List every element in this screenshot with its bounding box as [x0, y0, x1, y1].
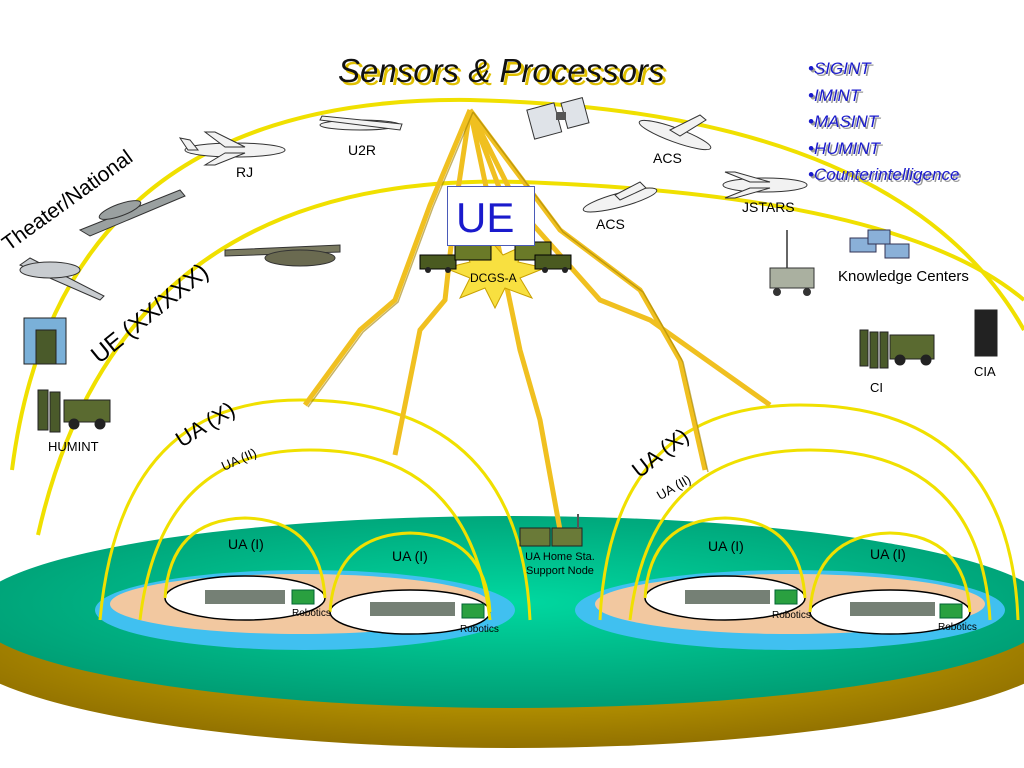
soldier-icon [23, 309, 998, 433]
home-station-line2: Support Node [526, 565, 594, 577]
acs-label: ACS [596, 216, 625, 232]
ua-i-label: UA (I) [228, 536, 264, 552]
left-ua-x-dome [98, 398, 532, 621]
right-ua-i-2-dome [808, 531, 972, 613]
home-station-icon [519, 514, 583, 547]
bullet: • [808, 165, 814, 184]
ground-station-icon [419, 241, 572, 273]
robotics-label: Robotics [772, 610, 811, 621]
robot-icon [769, 230, 815, 296]
robotics-label: Robotics [292, 608, 331, 619]
humvee-icon [63, 334, 935, 430]
unit-icons [205, 590, 935, 616]
cia-label: CIA [974, 364, 996, 379]
int-item: •MASINT [808, 109, 960, 136]
ue-label: UE [456, 194, 515, 241]
int-label: IMINT [813, 85, 861, 105]
home-station-label: UA Home Sta. Support Node [517, 550, 603, 578]
humint-label: HUMINT [48, 439, 99, 454]
left-ua-ii-dome [138, 448, 492, 621]
robotics-icons [291, 589, 963, 619]
rj-label: RJ [236, 164, 254, 180]
dcgs-label: DCGS-A [470, 271, 517, 285]
building-icon [849, 229, 910, 259]
int-label: Counterintelligence [813, 165, 960, 184]
data-links [302, 108, 772, 531]
int-item: •SIGINT [808, 56, 960, 83]
bullet: • [808, 112, 814, 131]
right-ua-x-dome [598, 403, 1020, 621]
page-title: Sensors & Processors [338, 52, 665, 89]
int-label: MASINT [813, 112, 879, 131]
knowledge-centers-label: Knowledge Centers [838, 268, 969, 285]
aircraft-icon [178, 114, 808, 213]
satellite-icon [526, 96, 590, 140]
left-ua-i-2-dome [328, 531, 492, 613]
bullet: • [808, 85, 814, 105]
intelligence-list: •SIGINT •IMINT •MASINT •HUMINT •Counteri… [808, 56, 960, 189]
jstars-label: JSTARS [742, 199, 795, 215]
right-ua-ii-dome [628, 448, 992, 621]
acs-label: ACS [653, 150, 682, 166]
home-station-line1: UA Home Sta. [525, 551, 595, 563]
int-label: HUMINT [813, 138, 881, 158]
ua-i-label: UA (I) [708, 538, 744, 554]
left-ua-i-1-dome [163, 516, 327, 599]
int-item: •Counterintelligence [808, 162, 960, 189]
ue-box [447, 186, 535, 246]
robotics-label: Robotics [460, 624, 499, 635]
ci-label: CI [870, 380, 883, 395]
u2r-label: U2R [348, 142, 377, 158]
right-ua-i-1-dome [643, 516, 807, 599]
uav-icon [18, 189, 341, 301]
robotics-label: Robotics [938, 622, 977, 633]
int-item: •HUMINT [808, 136, 960, 163]
ua-i-label: UA (I) [870, 546, 906, 562]
int-label: SIGINT [813, 59, 871, 78]
int-item: •IMINT [808, 83, 960, 110]
bullet: • [808, 59, 814, 78]
bullet: • [808, 138, 814, 158]
ua-i-label: UA (I) [392, 548, 428, 564]
